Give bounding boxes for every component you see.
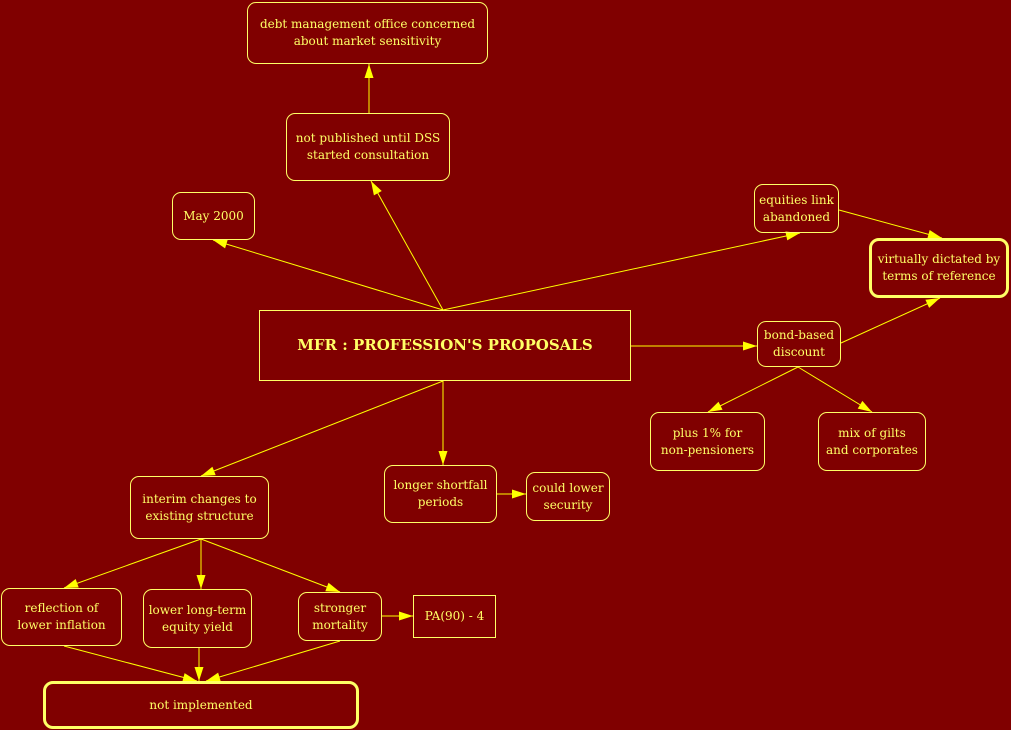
- node-equities-link[interactable]: equities link abandoned: [754, 184, 839, 233]
- arrowhead-longer_shortfall: [438, 451, 448, 465]
- connector-bond_based-to-dictated: [840, 297, 941, 344]
- arrowhead-dictated: [927, 229, 942, 239]
- connector-main-to-not_published: [370, 180, 444, 311]
- node-lower-equity-yield[interactable]: lower long-term equity yield: [143, 589, 252, 648]
- connector-main-to-equities_link: [442, 232, 801, 311]
- arrowhead-not_published: [371, 181, 382, 196]
- arrowhead-mix_gilts: [857, 400, 872, 412]
- arrowhead-could_lower: [512, 489, 526, 499]
- node-may-2000[interactable]: May 2000: [172, 192, 255, 240]
- arrowhead-plus_one: [708, 401, 723, 412]
- arrowhead-may_2000: [213, 239, 228, 249]
- node-pa90[interactable]: PA(90) - 4: [413, 595, 496, 638]
- arrowhead-debt_office: [364, 64, 374, 78]
- arrowhead-stronger_mortality: [325, 582, 340, 592]
- node-reflection-inflation[interactable]: reflection of lower inflation: [1, 588, 122, 646]
- arrowhead-pa90: [399, 611, 413, 621]
- node-could-lower-security[interactable]: could lower security: [526, 472, 610, 521]
- connector-bond_based-to-mix_gilts: [797, 366, 873, 413]
- arrowhead-equities_link: [785, 231, 800, 241]
- arrowhead-not_implemented: [206, 672, 221, 682]
- arrowhead-lower_equity: [196, 575, 206, 589]
- arrowhead-not_implemented: [194, 667, 204, 681]
- arrowhead-dictated: [925, 298, 940, 308]
- node-debt-office[interactable]: debt management office concerned about m…: [247, 2, 488, 64]
- node-longer-shortfall[interactable]: longer shortfall periods: [384, 465, 497, 523]
- node-stronger-mortality[interactable]: stronger mortality: [298, 592, 382, 641]
- node-not-implemented[interactable]: not implemented: [43, 681, 359, 729]
- connector-equities_link-to-dictated: [838, 209, 943, 239]
- node-bond-based-discount[interactable]: bond-based discount: [757, 321, 841, 367]
- node-plus-one-percent[interactable]: plus 1% for non-pensioners: [650, 412, 765, 471]
- node-mix-of-gilts[interactable]: mix of gilts and corporates: [818, 412, 926, 471]
- connector-bond_based-to-plus_one: [707, 366, 799, 413]
- node-virtually-dictated[interactable]: virtually dictated by terms of reference: [869, 238, 1009, 298]
- connector-main-to-may_2000: [212, 239, 444, 311]
- node-main-topic[interactable]: MFR : PROFESSION'S PROPOSALS: [259, 310, 631, 381]
- arrowhead-not_implemented: [182, 673, 197, 682]
- connector-interim-to-reflection: [63, 538, 202, 589]
- node-interim-changes[interactable]: interim changes to existing structure: [130, 476, 269, 539]
- connector-main-to-interim: [200, 380, 444, 477]
- arrowhead-reflection: [64, 579, 79, 588]
- connector-interim-to-stronger_mortality: [200, 538, 341, 593]
- arrowhead-interim: [201, 466, 216, 476]
- connector-stronger_mortality-to-not_implemented: [205, 640, 341, 682]
- connector-reflection-to-not_implemented: [63, 645, 198, 682]
- arrowhead-bond_based: [743, 341, 757, 351]
- node-not-published[interactable]: not published until DSS started consulta…: [286, 113, 450, 181]
